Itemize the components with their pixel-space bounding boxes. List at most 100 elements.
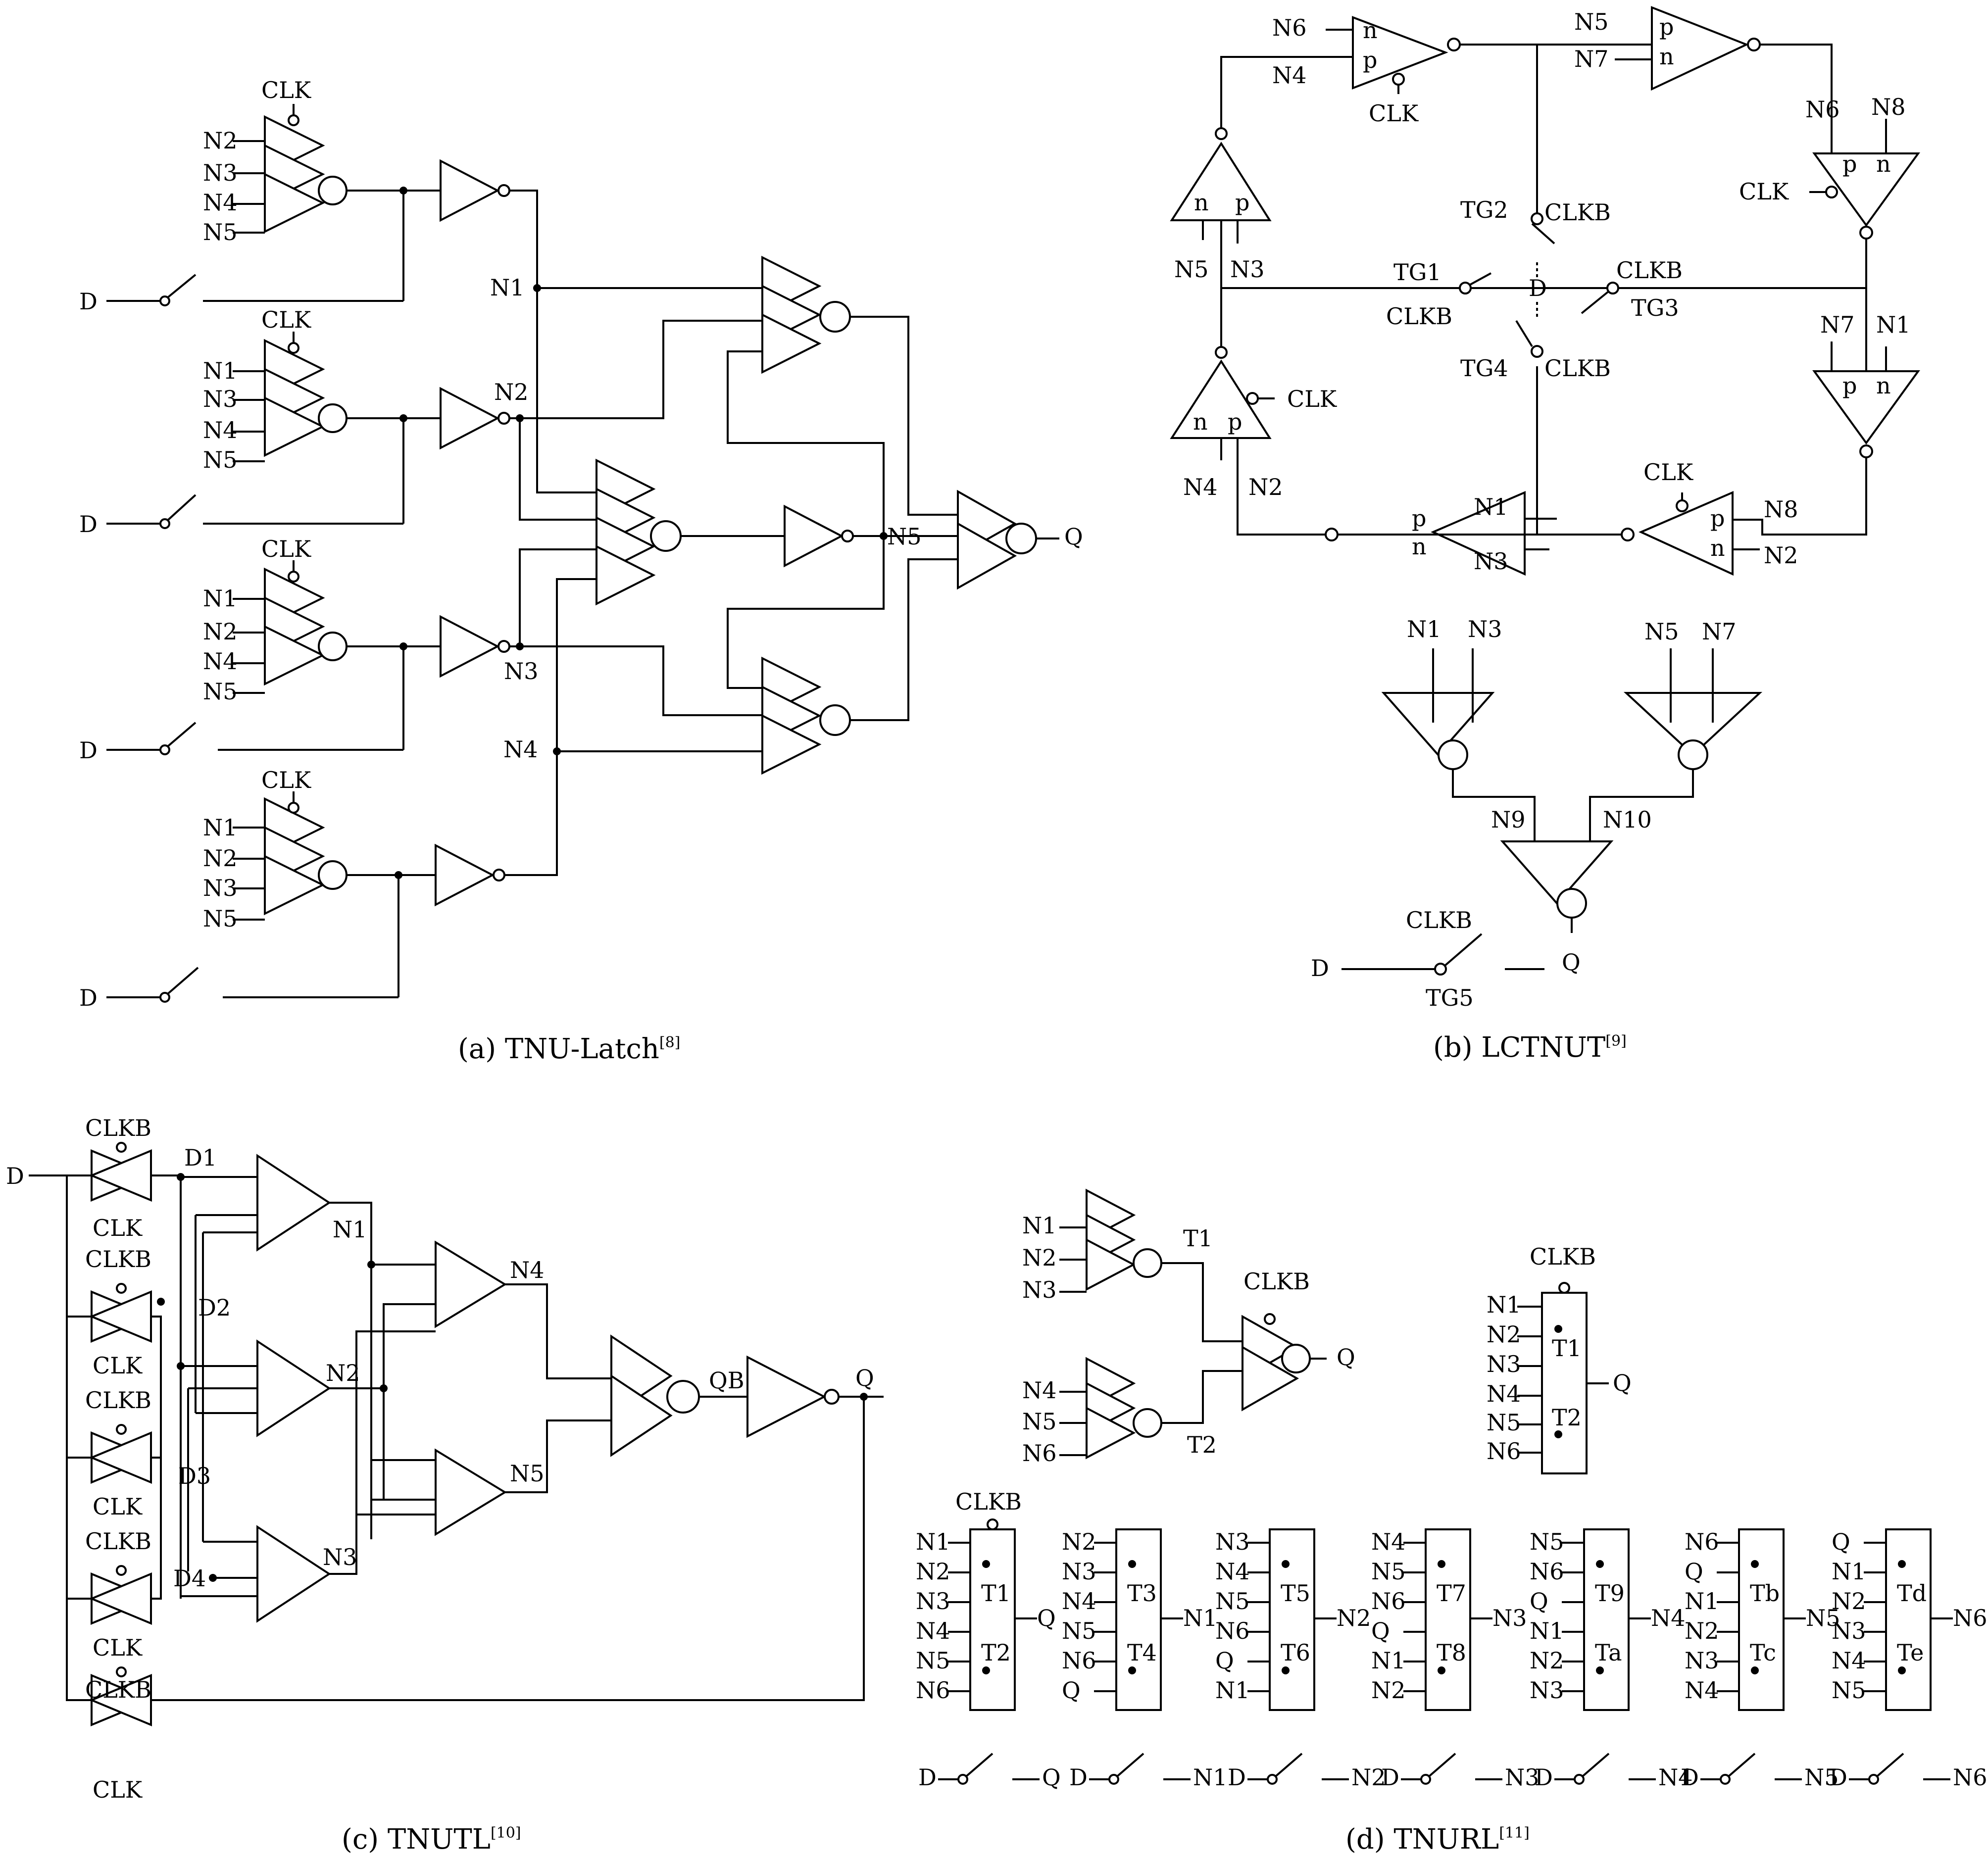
a-cell2-d: D xyxy=(79,511,98,538)
b-lbl-2: N5 xyxy=(1574,8,1609,35)
a-cell4-in3: N3 xyxy=(203,875,238,901)
d-switch-7-d: D xyxy=(1829,1764,1847,1791)
d-block-5-input-6: N3 xyxy=(1530,1677,1564,1704)
a-cell2-in1: N1 xyxy=(203,357,238,384)
panel-d-tnurl: N1N2N3N4N5N6QT1T2CLKBN2N3N4N5N6QN1T3T4N3… xyxy=(916,1188,1988,1856)
d-tb-in1: N2 xyxy=(1487,1321,1521,1348)
d-block-5-t-bot: Ta xyxy=(1595,1639,1622,1666)
d-tb-ttop: T1 xyxy=(1552,1335,1582,1362)
b-lbl-34: N10 xyxy=(1603,806,1652,833)
d-block-3-t-bot: T6 xyxy=(1281,1639,1310,1666)
d-block-3-input-2: N4 xyxy=(1215,1558,1250,1585)
d-block-6-input-2: Q xyxy=(1685,1558,1703,1585)
b-lbl-12: TG2 xyxy=(1460,196,1508,223)
d-block-3-input-4: N6 xyxy=(1215,1617,1250,1644)
d-tb-in4: N5 xyxy=(1487,1409,1521,1436)
d-switch-2-out: N1 xyxy=(1193,1764,1228,1791)
d-block-1-input-4: N4 xyxy=(916,1617,950,1644)
c-lbl-13: CLKB xyxy=(85,1676,151,1703)
a-cell1-d: D xyxy=(79,288,98,315)
b-lbl-23: N2 xyxy=(1248,474,1283,500)
d-block-5-output: N4 xyxy=(1651,1605,1686,1631)
d-block-2-t-top: T3 xyxy=(1127,1580,1157,1607)
c-lbl-10: CLKB xyxy=(85,1528,151,1555)
b-lbl-10: TG1 xyxy=(1393,259,1441,286)
d-block-4-input-1: N4 xyxy=(1371,1528,1406,1555)
b-lbl-32: N7 xyxy=(1702,618,1737,645)
a-n4-label: N4 xyxy=(503,736,538,763)
b-lbl-22: N4 xyxy=(1183,474,1218,500)
d-tb-in2: N3 xyxy=(1487,1351,1521,1377)
d-block-1-input-5: N5 xyxy=(916,1647,950,1674)
caption-d: (d) TNURL[11] xyxy=(1345,1823,1530,1856)
d-switch-1-d: D xyxy=(918,1764,937,1791)
c-lbl-16: N2 xyxy=(326,1360,360,1386)
a-cell4-clk: CLK xyxy=(261,767,312,793)
d-tl-q: Q xyxy=(1337,1344,1355,1370)
d-block-5-t-top: T9 xyxy=(1595,1580,1625,1607)
d-tb-in0: N1 xyxy=(1487,1291,1521,1318)
d-switch-6-d: D xyxy=(1681,1764,1699,1791)
b-lbl-38: TG5 xyxy=(1426,984,1474,1011)
panel-a-cell-2 xyxy=(203,332,441,525)
d-switch-3-d: D xyxy=(1228,1764,1246,1791)
a-cell3-in2: N2 xyxy=(203,618,238,645)
a-n2-label: N2 xyxy=(494,379,529,405)
d-block-5-input-1: N5 xyxy=(1530,1528,1564,1555)
d-block-3-input-5: Q xyxy=(1215,1647,1234,1674)
b-lbl-7: CLK xyxy=(1739,178,1789,205)
d-block-1-t-bot: T2 xyxy=(981,1639,1011,1666)
d-tl-in1-0: N1 xyxy=(1022,1212,1057,1239)
c-lbl-18: N4 xyxy=(510,1257,545,1283)
c-lbl-21: Q xyxy=(855,1365,874,1391)
d-tl-in2-1: N5 xyxy=(1022,1408,1057,1435)
b-lbl-24: N1 xyxy=(1474,493,1508,520)
c-tg-5 xyxy=(89,1666,154,1726)
d-block-6-input-5: N3 xyxy=(1685,1647,1719,1674)
b-lbl-3: N7 xyxy=(1574,46,1609,72)
a-cell2-in2: N3 xyxy=(203,386,238,412)
c-tg-4 xyxy=(89,1565,154,1625)
d-block-4-input-2: N5 xyxy=(1371,1558,1406,1585)
d-block-3-input-3: N5 xyxy=(1215,1588,1250,1614)
b-lbl-33: N9 xyxy=(1491,806,1526,833)
b-lbl-35: CLKB xyxy=(1406,907,1472,933)
b-pn-14: p xyxy=(1710,505,1725,532)
d-block-4-input-4: Q xyxy=(1371,1617,1390,1644)
d-block-7-input-3: N2 xyxy=(1832,1588,1866,1614)
b-pn-1: p xyxy=(1363,47,1377,73)
a-cell3-d: D xyxy=(79,737,98,764)
b-pn-9: n xyxy=(1876,372,1891,399)
d-block-2-input-1: N2 xyxy=(1062,1528,1096,1555)
b-lbl-30: N3 xyxy=(1468,616,1502,642)
a-cell1-in1: N2 xyxy=(203,127,238,154)
a-cell1-in3: N4 xyxy=(203,189,238,216)
b-lbl-18: N1 xyxy=(1876,311,1911,338)
d-tb-in5: N6 xyxy=(1487,1438,1521,1465)
d-tb-clkb: CLKB xyxy=(1530,1243,1596,1270)
a-cell2-clk: CLK xyxy=(261,306,312,333)
d-block-6-input-4: N2 xyxy=(1685,1617,1719,1644)
d-block-6-input-1: N6 xyxy=(1685,1528,1719,1555)
panel-c-tnutl: D CLKB CLK D1 CLKB CLK D2 CLKB CLK D3 CL… xyxy=(6,1115,884,1856)
b-lbl-5: N6 xyxy=(1805,96,1840,123)
d-block-4-t-top: T7 xyxy=(1437,1580,1466,1607)
d-block-2-input-2: N3 xyxy=(1062,1558,1096,1585)
d-block-7-t-top: Td xyxy=(1897,1580,1927,1607)
d-block-3-output: N2 xyxy=(1337,1605,1371,1631)
c-lbl-2: CLK xyxy=(93,1215,143,1241)
d-block-7-input-5: N4 xyxy=(1832,1647,1866,1674)
c-lbl-8: CLK xyxy=(93,1493,143,1520)
d-tl-in2-0: N4 xyxy=(1022,1377,1057,1404)
b-lbl-11: CLKB xyxy=(1386,303,1452,330)
d-block-7-input-1: Q xyxy=(1832,1528,1850,1555)
b-pn-3: n xyxy=(1659,43,1674,70)
b-lbl-13: CLKB xyxy=(1544,199,1611,226)
a-cell4-in2: N2 xyxy=(203,845,238,872)
